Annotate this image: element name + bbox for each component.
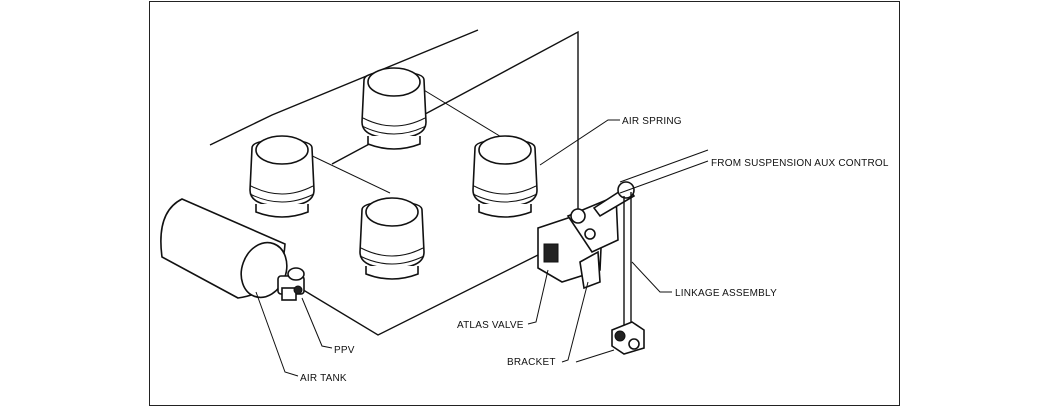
leader-bracket-1 (561, 281, 589, 363)
air-line-tank (299, 234, 579, 336)
air-spring-top (361, 67, 427, 150)
air-spring-front (359, 197, 425, 280)
label-from-suspension: FROM SUSPENSION AUX CONTROL (711, 158, 889, 169)
label-bracket: BRACKET (507, 357, 556, 368)
label-linkage-assembly: LINKAGE ASSEMBLY (675, 288, 777, 299)
leader-ppv (301, 297, 333, 349)
air-spring-left (249, 135, 315, 218)
atlas-valve-assembly (537, 181, 636, 290)
leader-air-tank (255, 291, 299, 377)
linkage-rod (623, 192, 632, 326)
aux-control-line-1 (619, 149, 709, 183)
leader-air-spring (539, 119, 620, 166)
air-spring-right (472, 135, 538, 218)
label-ppv: PPV (334, 345, 355, 356)
ppv-valve (277, 267, 305, 301)
leader-bracket-2 (575, 349, 615, 363)
air-line-main (209, 29, 479, 146)
leader-atlas-valve (527, 269, 549, 325)
aux-control-line-2 (619, 160, 709, 194)
label-atlas-valve: ATLAS VALVE (457, 320, 524, 331)
label-air-tank: AIR TANK (300, 373, 347, 384)
leader-linkage (631, 261, 672, 293)
label-air-spring: AIR SPRING (622, 116, 682, 127)
lower-bracket (611, 321, 645, 355)
